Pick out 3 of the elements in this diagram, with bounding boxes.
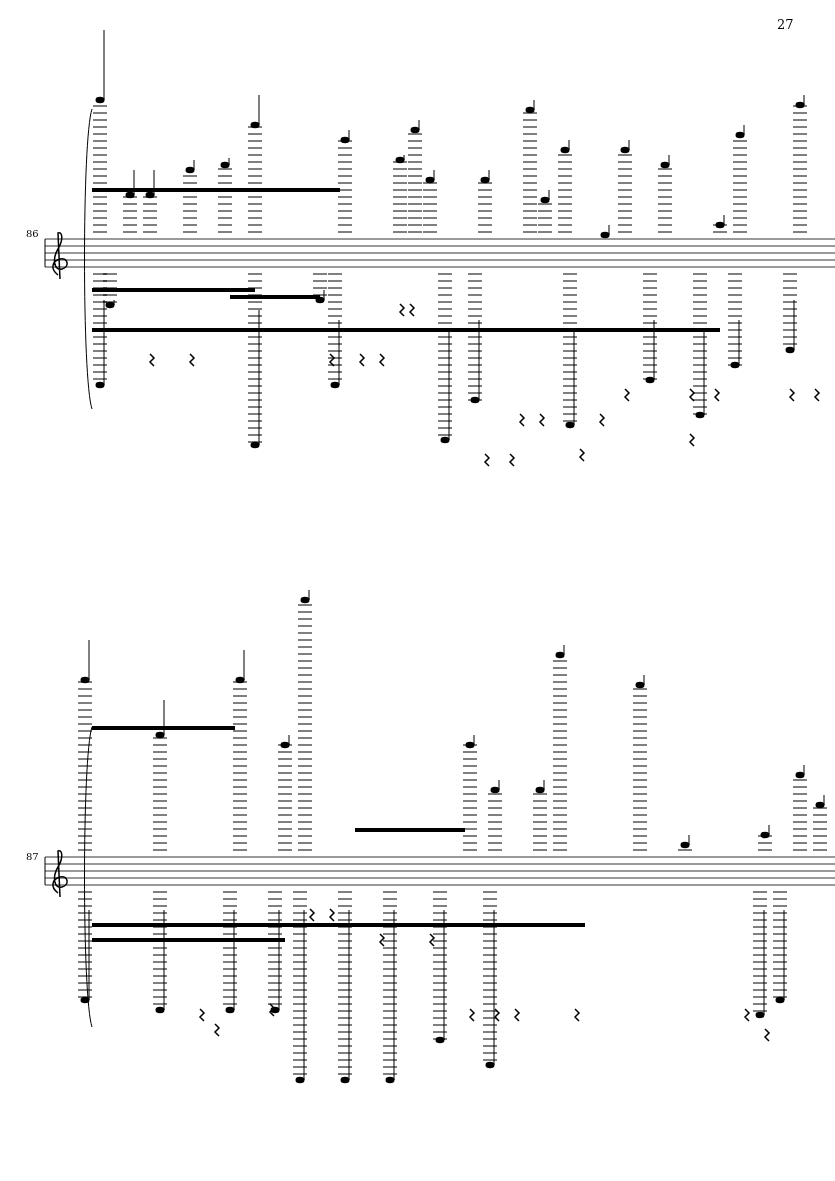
measure-number: 87	[26, 852, 39, 862]
page-number: 27	[777, 18, 794, 31]
measure-number: 86	[26, 229, 39, 239]
